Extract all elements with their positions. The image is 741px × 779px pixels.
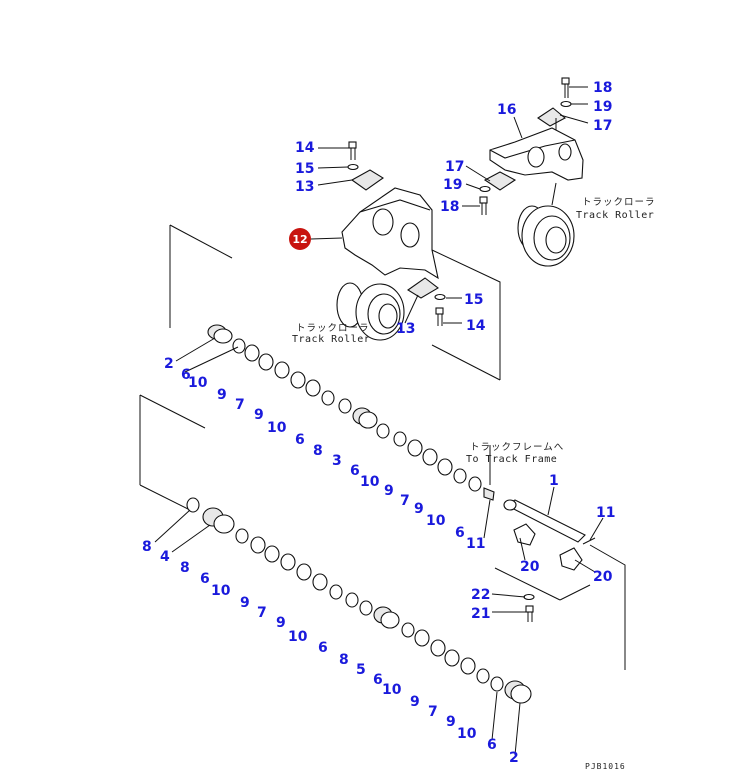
callout[interactable]: 10: [426, 513, 446, 529]
callout[interactable]: 9: [410, 694, 420, 710]
middle-roller-label-en: Track Roller: [292, 334, 370, 345]
seal-stack-lower: [139, 394, 532, 704]
callout[interactable]: 9: [384, 483, 394, 499]
callout[interactable]: 10: [211, 583, 231, 599]
callout[interactable]: 8: [142, 539, 152, 555]
bogie-frame-upper: [483, 107, 584, 191]
callout[interactable]: 7: [257, 605, 267, 621]
callout[interactable]: 5: [356, 662, 366, 678]
bolt-14-lower: [434, 293, 446, 326]
frame-label-en: To Track Frame: [466, 454, 557, 465]
callout[interactable]: 8: [313, 443, 323, 459]
callout[interactable]: 10: [457, 726, 477, 742]
callout[interactable]: 9: [276, 615, 286, 631]
callout[interactable]: 10: [288, 629, 308, 645]
track-roller-middle: [336, 282, 405, 341]
callout[interactable]: 11: [466, 536, 485, 552]
middle-roller-label-jp: トラックローラ: [296, 323, 370, 334]
highlight-number: 12: [292, 233, 307, 246]
roller-labels: トラックローラ Track Roller トラックローラ Track Rolle…: [292, 197, 656, 771]
callout[interactable]: 2: [164, 356, 174, 372]
callout[interactable]: 9: [217, 387, 227, 403]
callout[interactable]: 14: [466, 318, 486, 334]
callout[interactable]: 13: [295, 179, 314, 195]
callout[interactable]: 19: [593, 99, 612, 115]
seal-stack-upper: [207, 324, 495, 501]
callout[interactable]: 4: [160, 549, 170, 565]
frame-label-jp: トラックフレームへ: [470, 442, 564, 453]
callout[interactable]: 21: [471, 606, 490, 622]
highlight-marker: [289, 228, 311, 250]
bolt-14-upper: [347, 141, 359, 171]
callout[interactable]: 10: [382, 682, 402, 698]
upper-roller-label-en: Track Roller: [576, 210, 654, 221]
callout[interactable]: 6: [181, 367, 191, 383]
callout[interactable]: 20: [593, 569, 613, 585]
callout[interactable]: 10: [267, 420, 287, 436]
callout[interactable]: 7: [428, 704, 438, 720]
track-roller-upper: [517, 182, 575, 267]
callout[interactable]: 6: [455, 525, 465, 541]
callout[interactable]: 6: [200, 571, 210, 587]
callout[interactable]: 9: [240, 595, 250, 611]
highlight-callout-12[interactable]: 12: [289, 228, 311, 250]
callout[interactable]: 11: [596, 505, 615, 521]
callout[interactable]: 7: [400, 493, 410, 509]
bolt-18-lower: [479, 185, 491, 215]
callout[interactable]: 9: [446, 714, 456, 730]
callout[interactable]: 7: [235, 397, 245, 413]
callout[interactable]: 6: [295, 432, 305, 448]
callout[interactable]: 16: [497, 102, 516, 118]
callout[interactable]: 13: [396, 321, 415, 337]
callout[interactable]: 6: [373, 672, 383, 688]
callout[interactable]: 22: [471, 587, 490, 603]
bolt-18-upper: [560, 77, 572, 108]
callout[interactable]: 8: [339, 652, 349, 668]
drawing-code: PJB1016: [585, 762, 626, 771]
callout[interactable]: 10: [188, 375, 208, 391]
callout[interactable]: 3: [332, 453, 342, 469]
callout[interactable]: 10: [360, 474, 380, 490]
callout[interactable]: 15: [464, 292, 483, 308]
callout[interactable]: 9: [414, 501, 424, 517]
leader-lines: [154, 86, 604, 756]
callout[interactable]: 18: [440, 199, 459, 215]
callout[interactable]: 8: [180, 560, 190, 576]
callout[interactable]: 6: [487, 737, 497, 753]
callout[interactable]: 15: [295, 161, 314, 177]
part-callouts: 18 19 17 16 17 19 18 14 15 13 15 14 13 2…: [142, 80, 615, 766]
callout[interactable]: 6: [318, 640, 328, 656]
callout[interactable]: 6: [350, 463, 360, 479]
callout[interactable]: 1: [549, 473, 559, 489]
callout[interactable]: 17: [593, 118, 612, 134]
callout[interactable]: 17: [445, 159, 464, 175]
bogie-frame-middle: [169, 169, 501, 381]
upper-roller-label-jp: トラックローラ: [582, 197, 656, 208]
callout[interactable]: 20: [520, 559, 540, 575]
callout[interactable]: 19: [443, 177, 462, 193]
callout[interactable]: 18: [593, 80, 612, 96]
callout[interactable]: 2: [509, 750, 519, 766]
callout[interactable]: 14: [295, 140, 315, 156]
callout[interactable]: 9: [254, 407, 264, 423]
